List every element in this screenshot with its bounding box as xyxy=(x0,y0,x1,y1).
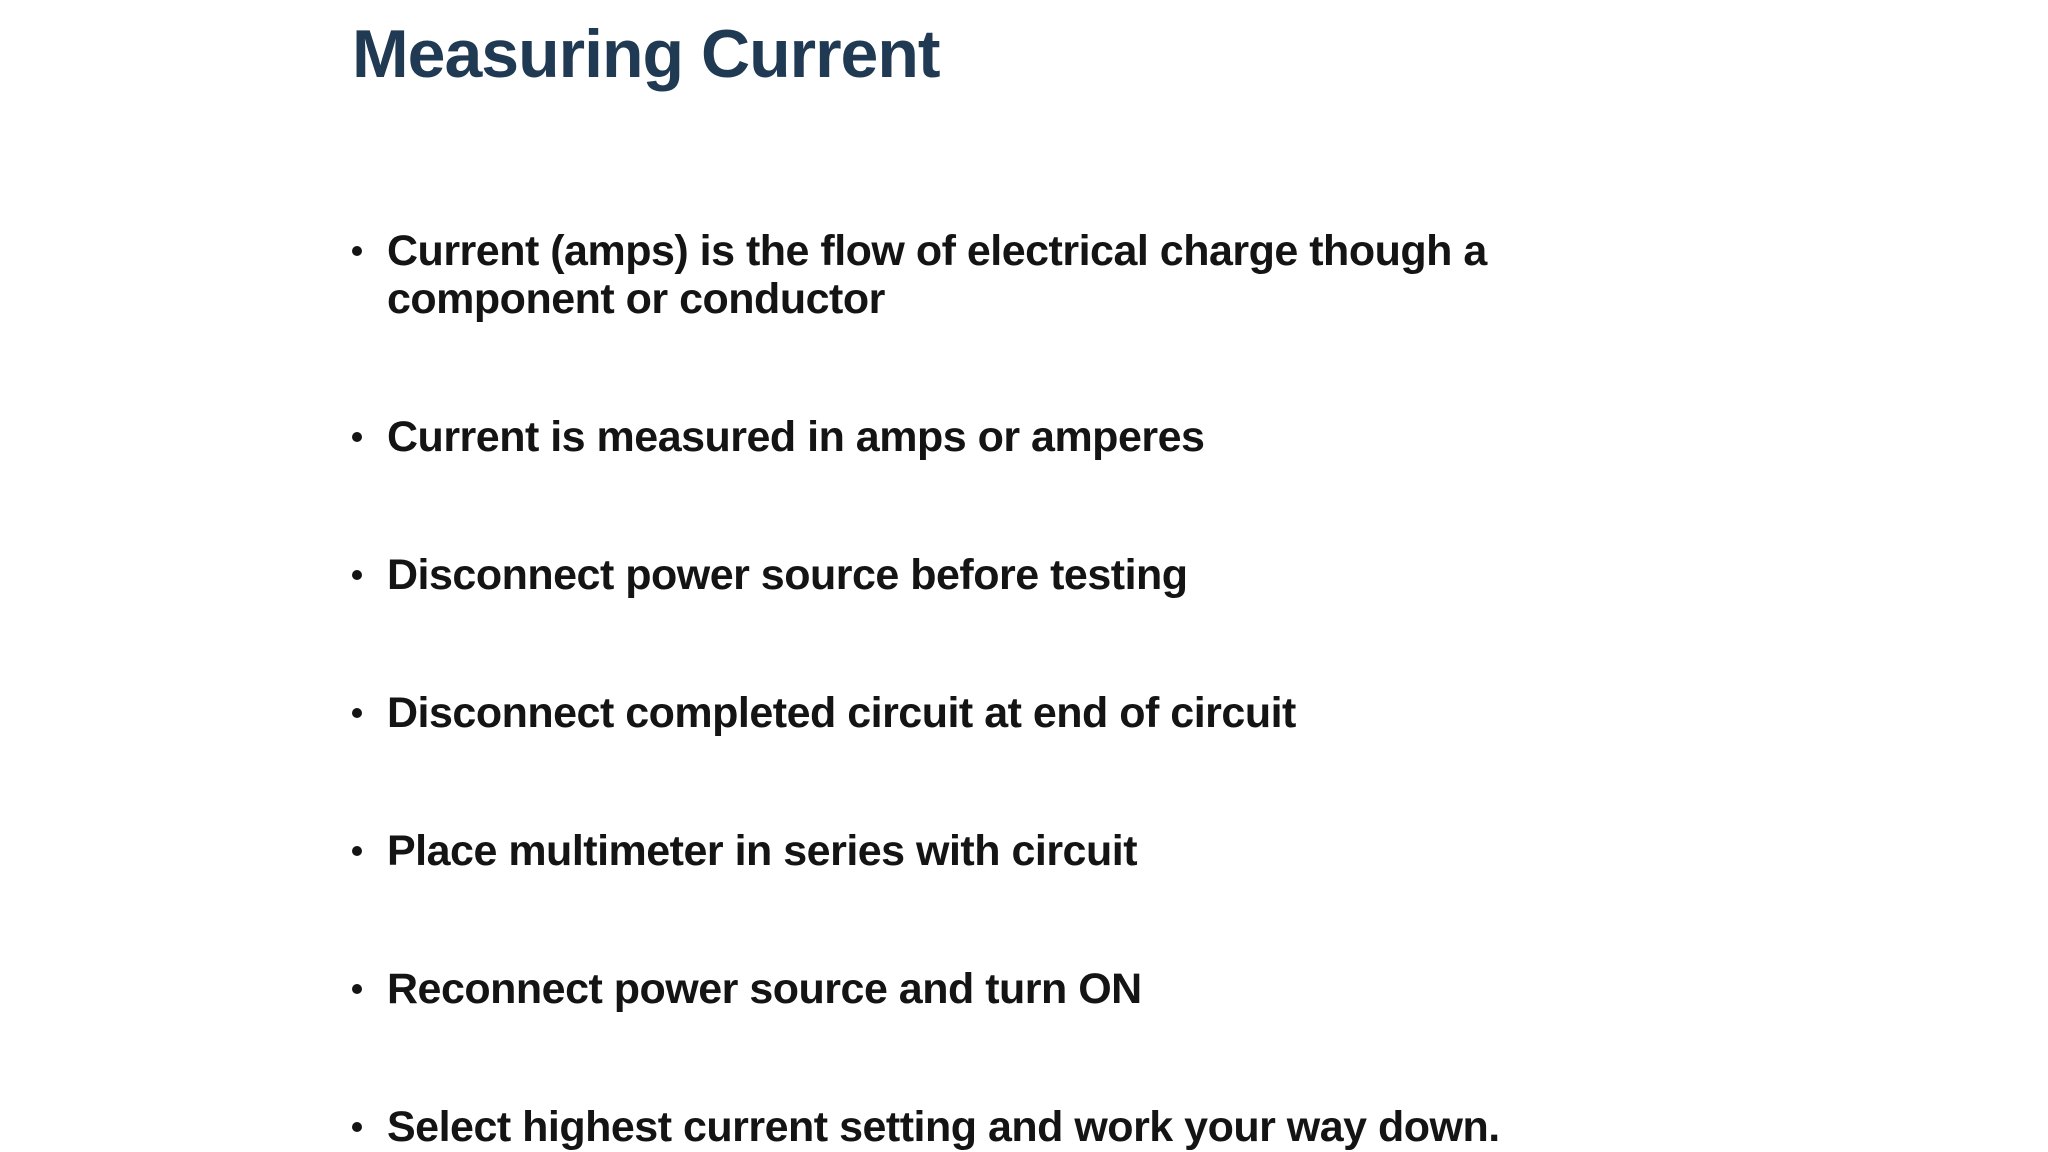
list-item: Select highest current setting and work … xyxy=(352,1103,2048,1151)
bullet-text: Select highest current setting and work … xyxy=(387,1103,1500,1151)
list-item: Disconnect completed circuit at end of c… xyxy=(352,689,2048,737)
bullet-text: Current is measured in amps or amperes xyxy=(387,413,1205,461)
bullet-icon xyxy=(352,846,362,856)
bullet-text: Disconnect completed circuit at end of c… xyxy=(387,689,1296,737)
bullet-list: Current (amps) is the flow of electrical… xyxy=(352,227,2048,1151)
bullet-icon xyxy=(352,246,362,256)
bullet-icon xyxy=(352,432,362,442)
bullet-icon xyxy=(352,570,362,580)
bullet-icon xyxy=(352,708,362,718)
slide-title: Measuring Current xyxy=(352,16,941,92)
list-item: Disconnect power source before testing xyxy=(352,551,2048,599)
bullet-icon xyxy=(352,1122,362,1132)
list-item: Current (amps) is the flow of electrical… xyxy=(352,227,2048,323)
bullet-icon xyxy=(352,984,362,994)
list-item: Place multimeter in series with circuit xyxy=(352,827,2048,875)
list-item: Reconnect power source and turn ON xyxy=(352,965,2048,1013)
list-item: Current is measured in amps or amperes xyxy=(352,413,2048,461)
bullet-text: Current (amps) is the flow of electrical… xyxy=(387,227,1487,323)
bullet-text: Reconnect power source and turn ON xyxy=(387,965,1142,1013)
bullet-text: Disconnect power source before testing xyxy=(387,551,1188,599)
bullet-text: Place multimeter in series with circuit xyxy=(387,827,1138,875)
